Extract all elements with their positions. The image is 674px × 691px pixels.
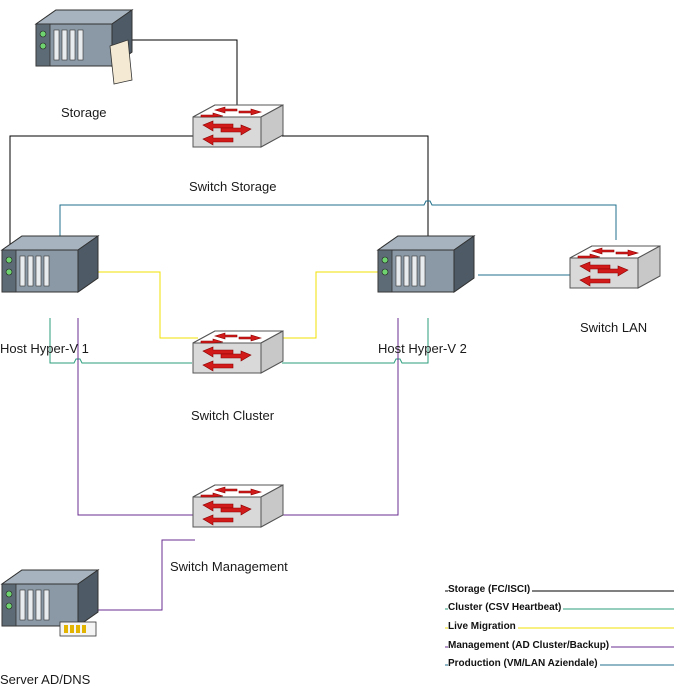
legend-label-storage: Storage (FC/ISCI): [448, 584, 533, 595]
switch-management-icon: [192, 484, 284, 528]
label-switch-lan: Switch LAN: [580, 320, 648, 335]
storage-server-icon: [35, 9, 133, 85]
legend-label-live-migration: Live Migration: [448, 621, 518, 632]
label-switch-storage: Switch Storage: [189, 179, 277, 194]
host1-server-icon: [1, 235, 99, 293]
legend-label-cluster: Cluster (CSV Heartbeat): [448, 602, 564, 613]
legend-label-production: Production (VM/LAN Aziendale): [448, 658, 600, 669]
host2-server-icon: [377, 235, 475, 293]
label-server-ad: Server AD/DNS: [0, 672, 91, 687]
storage-links: [9, 39, 429, 258]
cluster-links: [49, 318, 429, 364]
switch-lan-icon: [569, 245, 661, 289]
management-links: [77, 318, 399, 611]
label-host1: Host Hyper-V 1: [0, 341, 89, 356]
legend-label-management: Management (AD Cluster/Backup): [448, 640, 612, 651]
label-host2: Host Hyper-V 2: [378, 341, 467, 356]
switch-storage-icon: [192, 104, 284, 148]
live-migration-links: [96, 271, 378, 339]
switch-cluster-icon: [192, 330, 284, 374]
production-links: [59, 200, 617, 276]
label-switch-management: Switch Management: [170, 559, 288, 574]
label-switch-cluster: Switch Cluster: [191, 408, 275, 423]
server-ad-icon: [1, 569, 99, 637]
label-storage: Storage: [61, 105, 107, 120]
